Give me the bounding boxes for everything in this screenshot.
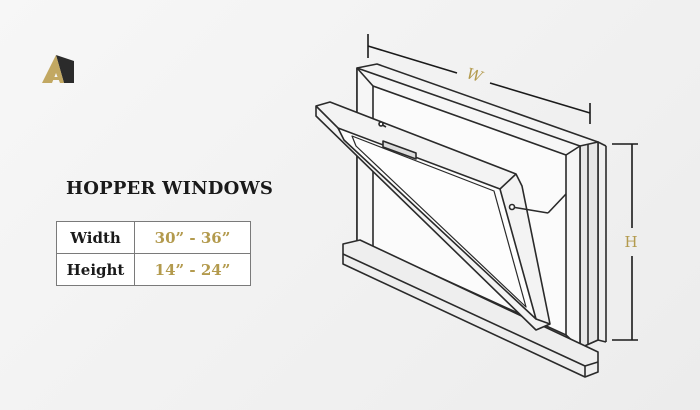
support-arm [511, 206, 549, 214]
width-dimension [367, 34, 591, 124]
table-row: Width 30” - 36” [56, 221, 251, 254]
width-label: Width [56, 221, 135, 254]
width-value: 30” - 36” [134, 221, 251, 254]
brand-logo-icon [42, 55, 74, 83]
page-title: HOPPER WINDOWS [66, 178, 274, 199]
dimensions-table: Width 30” - 36” Height 14” - 24” [56, 221, 251, 286]
table-row: Height 14” - 24” [56, 253, 251, 286]
height-dimension-label: H [624, 233, 637, 251]
height-value: 14” - 24” [134, 253, 251, 286]
height-label: Height [56, 253, 135, 286]
height-dimension [612, 143, 638, 341]
frame-side-depth [579, 141, 599, 349]
width-dimension-label: W [464, 64, 486, 86]
sash-handle-icon [382, 140, 417, 160]
